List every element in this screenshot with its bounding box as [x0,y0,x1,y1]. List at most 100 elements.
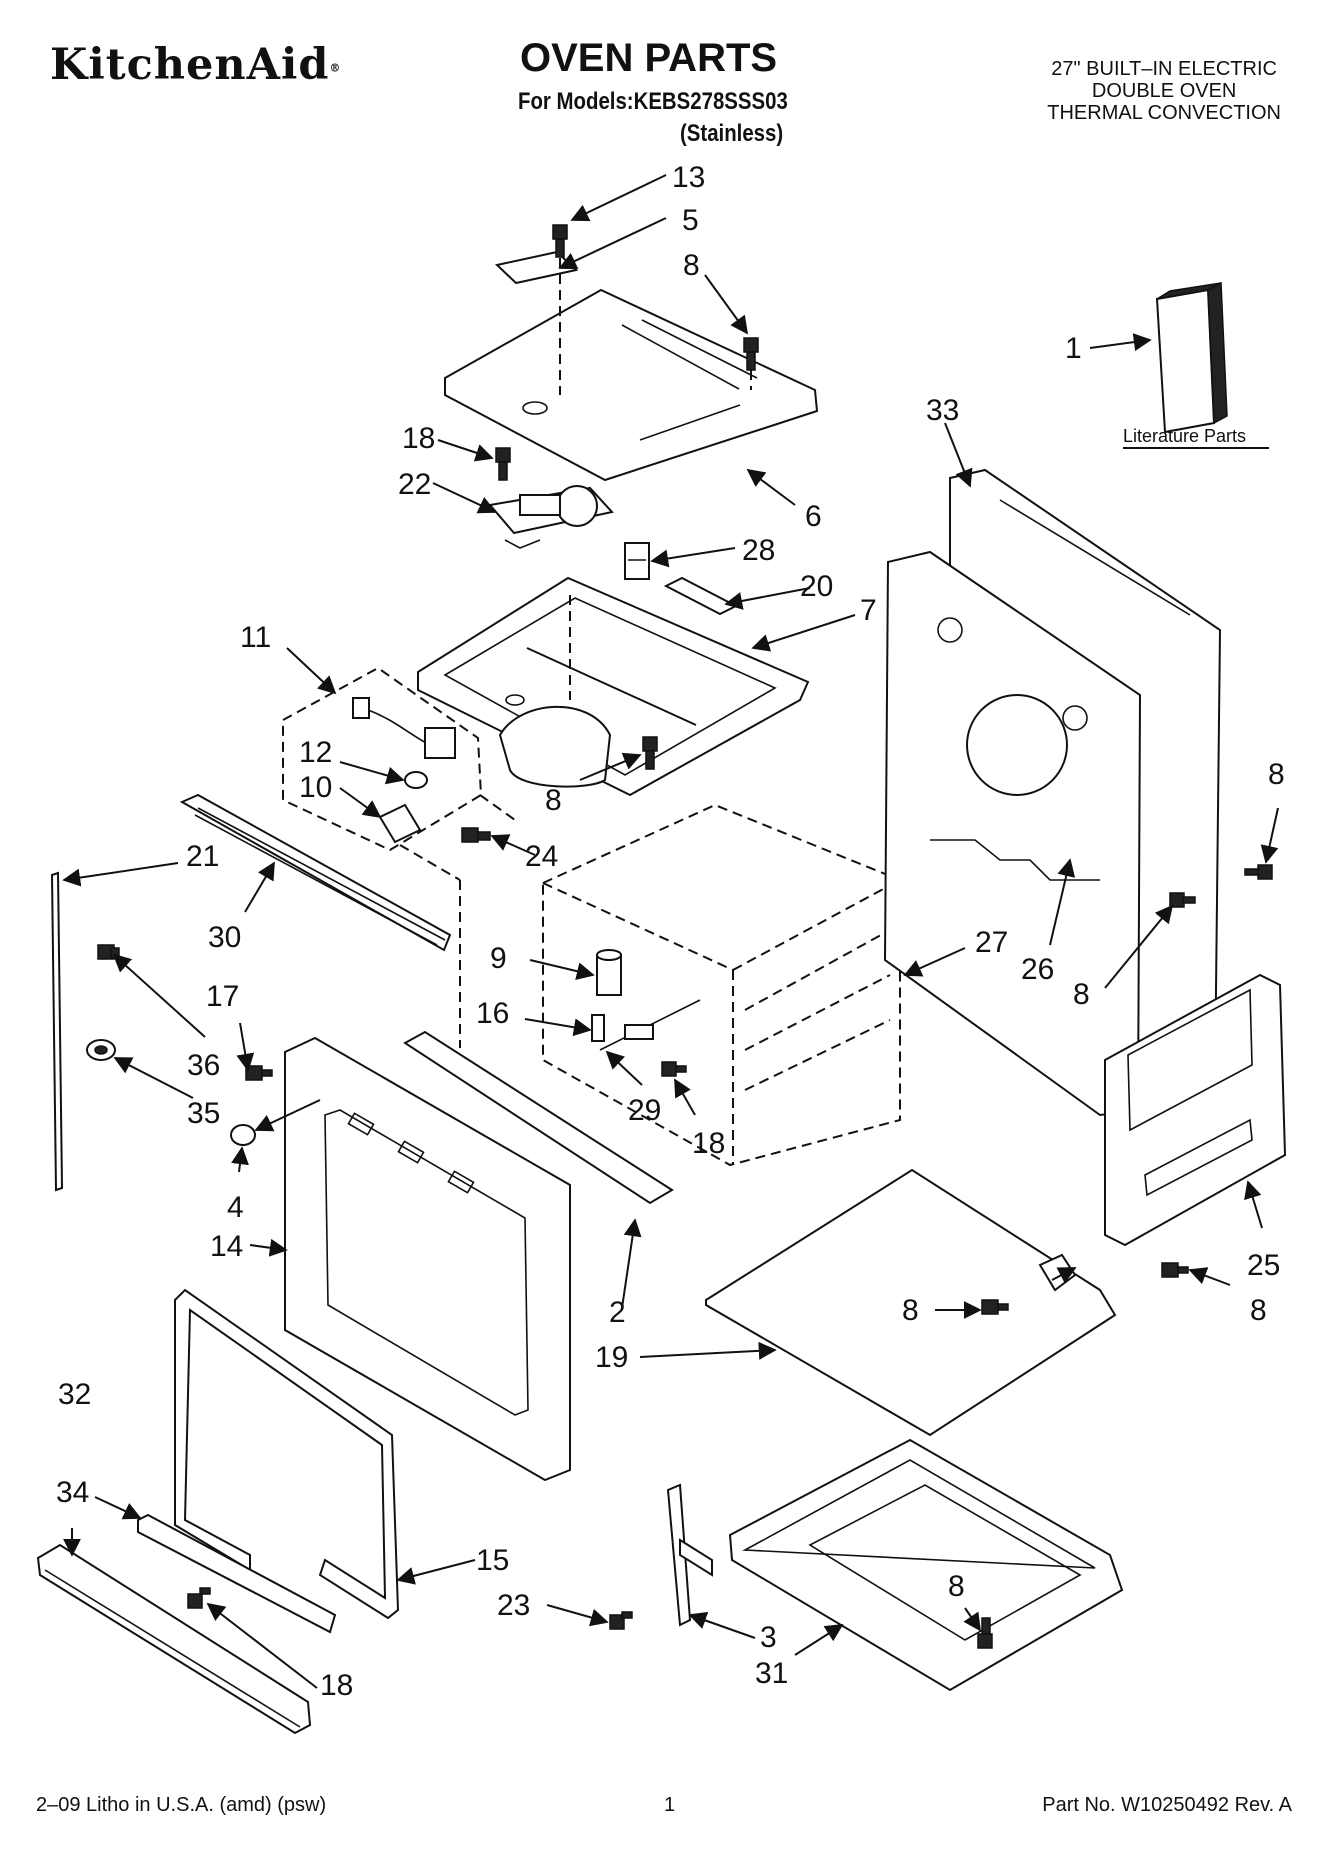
callout-22: 22 [398,468,431,501]
model-finish: (Stainless) [680,120,784,147]
screw-8-side [1161,1262,1189,1278]
callout-7: 7 [860,594,877,627]
callout-8: 8 [683,249,700,282]
callout-18: 18 [402,422,435,455]
callout-12: 12 [299,736,332,769]
callout-33: 33 [926,394,959,427]
product-description: 27" BUILT–IN ELECTRIC DOUBLE OVEN THERMA… [1047,58,1281,124]
callout-36: 36 [187,1049,220,1082]
front-frame-14 [284,1036,571,1482]
callout-32: 32 [58,1378,91,1411]
callout-27: 27 [975,926,1008,959]
callout-8: 8 [1268,758,1285,791]
oven-top-tray [417,576,810,797]
oven-cavity [542,803,901,1167]
callout-8: 8 [948,1570,965,1603]
callout-24: 24 [525,840,558,873]
callout-30: 30 [208,921,241,954]
screw-8-rear [1169,892,1196,908]
door-gasket-15 [174,1288,400,1620]
front-trim-2 [403,1030,674,1205]
callout-20: 20 [800,570,833,603]
convection-element-9 [596,949,622,996]
page-title: OVEN PARTS [520,36,778,80]
vent-20 [663,576,739,616]
wire-29 [599,999,701,1051]
callout-5: 5 [682,204,699,237]
callout-21: 21 [186,840,219,873]
callout-8: 8 [1073,978,1090,1011]
callout-2: 2 [609,1296,626,1329]
screw-8-mid [642,736,658,770]
callout-28: 28 [742,534,775,567]
side-panel-25 [1104,973,1287,1247]
callout-17: 17 [206,980,239,1013]
callout-15: 15 [476,1544,509,1577]
callout-29: 29 [628,1094,661,1127]
switch-28 [624,542,650,580]
callout-35: 35 [187,1097,220,1130]
screw-36 [97,944,120,960]
callout-labels: 13 5 8 1 33 18 22 6 28 20 7 11 12 10 8 2… [56,161,1285,1702]
screw-23 [609,1611,633,1630]
side-trim-21 [50,871,64,1192]
callout-11: 11 [240,621,271,654]
bottom-trim-34 [36,1543,312,1735]
callout-4: 4 [227,1191,244,1224]
callout-1: 1 [1065,332,1082,365]
vent-strip-32 [137,1513,337,1634]
top-trim [179,793,452,952]
print-info: 2–09 Litho in U.S.A. (amd) (psw) [36,1794,327,1816]
callout-34: 34 [56,1476,89,1509]
latch-motor-assembly [488,485,614,549]
literature-label: Literature Parts [1123,426,1246,446]
callout-3: 3 [760,1621,777,1654]
bumper-4 [230,1124,256,1146]
top-bracket [494,250,579,285]
callout-6: 6 [805,500,822,533]
rear-panel-26 [883,550,1142,1117]
callout-26: 26 [1021,953,1054,986]
callout-14: 14 [210,1230,243,1263]
callout-8: 8 [1250,1294,1267,1327]
brand-mark: ® [329,61,342,75]
callout-9: 9 [490,942,507,975]
callout-18: 18 [320,1669,353,1702]
screw-24 [461,827,491,843]
part-number: Part No. W10250492 Rev. A [1042,1794,1292,1816]
callout-23: 23 [497,1589,530,1622]
literature-booklet [1123,281,1269,449]
callout-19: 19 [595,1341,628,1374]
harness-group [282,666,516,852]
bottom-tray-31 [728,1438,1124,1692]
brand-logo: KitchenAid® [50,40,341,90]
brand-name: KitchenAid [50,40,330,90]
model-number: For Models:KEBS278SSS03 [518,88,788,115]
leader-lines [62,174,1279,1689]
callout-18: 18 [692,1127,725,1160]
screw-13 [552,224,568,258]
screw-8-right [1244,864,1273,880]
assembly-line [399,844,461,881]
screw-18-top [495,447,511,481]
screw-18-trim [187,1587,211,1609]
screw-8-floor [981,1299,1009,1315]
bracket-3 [666,1483,713,1627]
screw-17 [245,1065,273,1081]
description-line: THERMAL CONVECTION [1047,102,1281,124]
callout-8: 8 [545,784,562,817]
callout-25: 25 [1247,1249,1280,1282]
callout-10: 10 [299,771,332,804]
description-line: 27" BUILT–IN ELECTRIC [1051,58,1277,80]
callout-13: 13 [672,161,705,194]
page-number: 1 [664,1794,676,1816]
screw-18-cavity [661,1061,687,1077]
callout-8: 8 [902,1294,919,1327]
top-panel [444,288,819,482]
sensor-16 [591,1014,605,1042]
screw-8-tray [977,1617,993,1649]
callout-31: 31 [755,1657,788,1690]
description-line: DOUBLE OVEN [1091,80,1237,102]
callout-16: 16 [476,997,509,1030]
